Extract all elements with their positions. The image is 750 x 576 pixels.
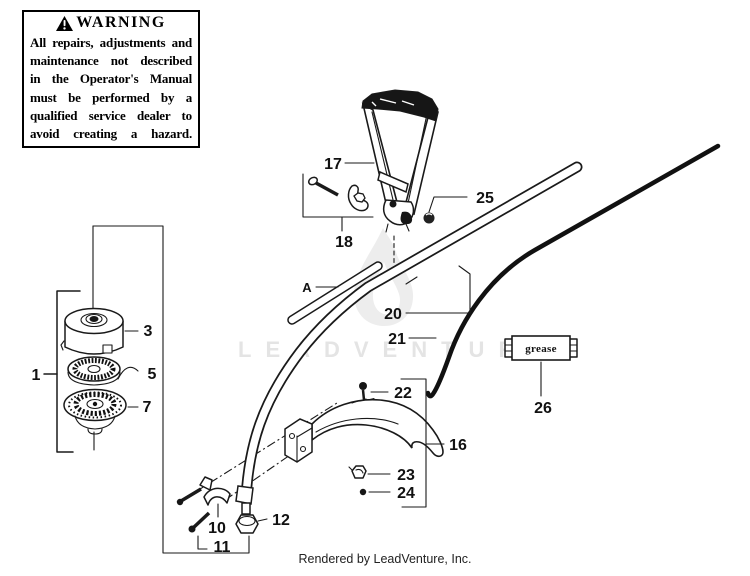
warning-text-line: in the Operator's Manual [30, 71, 192, 87]
part-label-20: 20 [384, 306, 402, 323]
part-label-12: 12 [272, 512, 290, 529]
warning-text-line: maintenance not described [30, 53, 192, 69]
part-25-nut [423, 212, 435, 224]
leader-lines [117, 162, 542, 493]
part-17-handle [361, 89, 439, 267]
part-label-26: 26 [534, 400, 552, 417]
footer-credit: Rendered by LeadVenture, Inc. [298, 552, 472, 566]
part-21-drive-cable [425, 143, 721, 399]
part-20-shaft-housing [240, 161, 583, 504]
part-a-liner-tube [287, 261, 383, 325]
part-label-5: 5 [148, 366, 157, 383]
part-label-3: 3 [144, 323, 153, 340]
warning-text-line: All repairs, adjustments and [30, 35, 192, 50]
part-label-10: 10 [208, 520, 226, 537]
part-label-21: 21 [388, 331, 406, 348]
warning-title-text: WARNING [76, 14, 166, 31]
assembly-link-lines [91, 225, 250, 554]
warning-title: WARNING [30, 14, 192, 32]
section-label-a: A [302, 280, 312, 295]
warning-text-line: must be performed by a [30, 89, 192, 105]
part-10-11-12-clamp [176, 476, 268, 550]
watermark-text: LEADVENTURE [238, 337, 557, 362]
warning-box: WARNING All repairs, adjustments and mai… [22, 10, 200, 148]
part-labels: 1 3 5 7 10 11 12 16 17 18 20 21 22 23 24… [32, 156, 552, 556]
part-label-1: 1 [32, 367, 41, 384]
part-label-11: 11 [214, 539, 231, 556]
part-22-screw [359, 382, 367, 401]
shield-axis-line2 [224, 452, 294, 501]
part-label-17: 17 [324, 156, 342, 173]
warning-icon [56, 15, 74, 31]
warning-text-line: avoid creating a hazard. [30, 126, 192, 142]
part-18-clamp-hardware [307, 176, 369, 212]
part-3-housing [60, 307, 124, 355]
warning-text-line: qualified service dealer to [30, 107, 192, 123]
part-label-25: 25 [476, 190, 494, 207]
part-7-cap [63, 388, 127, 435]
part-label-18: 18 [335, 234, 353, 251]
grease-label: grease [525, 343, 557, 355]
part-12-nut [235, 514, 268, 534]
part-label-24: 24 [397, 485, 415, 502]
part-1-head-assembly [43, 290, 127, 453]
part-23-nut [348, 465, 367, 479]
bracket-16 [400, 378, 427, 508]
part-26-grease-tube: grease [504, 335, 578, 361]
part-16-shield [284, 397, 444, 463]
part-label-16: 16 [449, 437, 467, 454]
part-24-washer [359, 488, 367, 496]
part-label-23: 23 [397, 467, 415, 484]
part-5-spool [67, 356, 121, 386]
part-label-22: 22 [394, 385, 412, 402]
part-label-7: 7 [143, 399, 152, 416]
